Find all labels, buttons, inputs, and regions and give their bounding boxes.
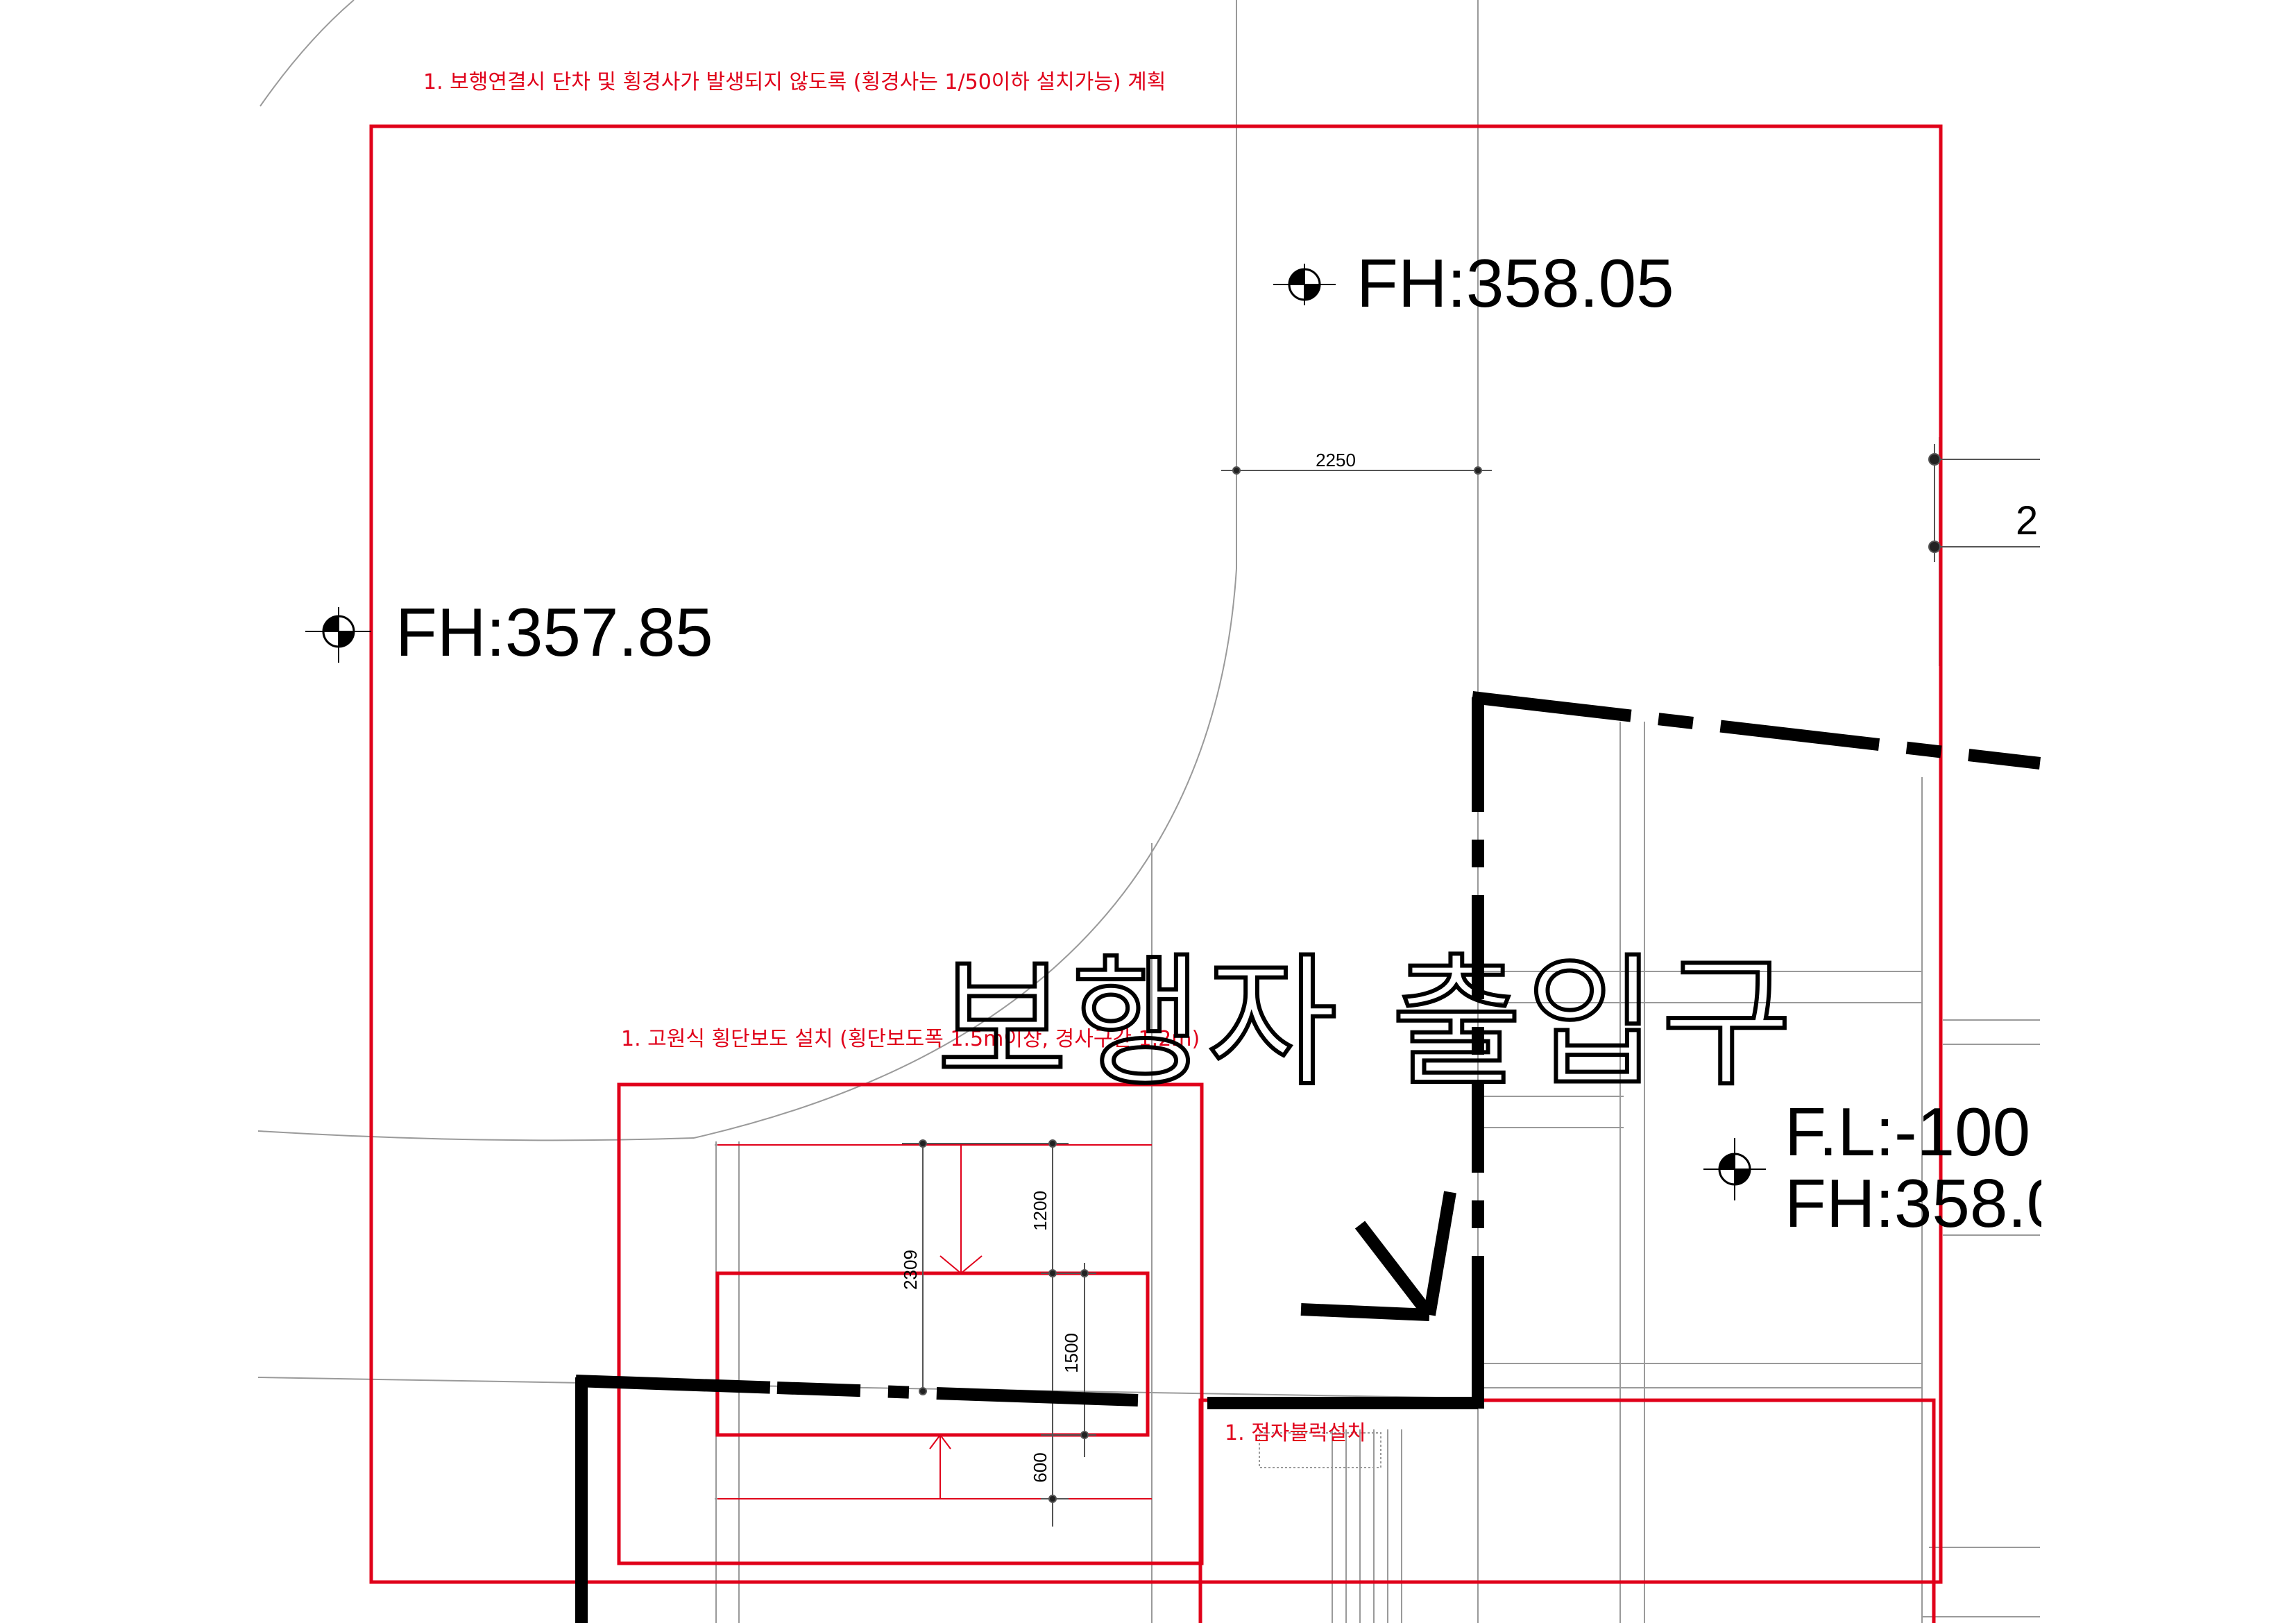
crosswalk-inner-box [715,1271,1150,1437]
note-tactile: 1. 점자블럭설치 [1225,1421,1366,1445]
dim-1500: 1500 [1061,1333,1082,1373]
sheet-margin-right [2041,0,2296,1623]
level-fl-right: F.L:-100 [1785,1094,2030,1170]
crosswalk-area-box [617,1082,1204,1565]
dimension-lines [902,444,2040,1527]
level-marker-icon [1703,1138,1766,1200]
site-boundary [575,691,2041,1623]
dim-2250: 2250 [1316,450,1356,470]
level-fh-top: FH:358.05 [1357,245,1674,321]
dim-2309: 2309 [900,1250,921,1290]
level-marker-icon [1273,264,1336,305]
level-fh-right: FH:358.0 [1785,1165,2064,1241]
note-crosswalk: 1. 고원식 횡단보도 설치 (횡단보도폭 1.5m이상, 경사구간 1.2m) [621,1027,1200,1051]
dim-2: 2 [2016,498,2038,543]
dim-600: 600 [1030,1452,1051,1482]
markup-boxes [369,124,1943,1623]
entry-arrow-icon [1300,1191,1456,1321]
level-marker-icon [305,607,371,663]
tactile-block-box [1198,1398,1936,1623]
note-top: 1. 보행연결시 단차 및 횡경사가 발생되지 않도록 (횡경사는 1/50이하… [423,70,1166,94]
dim-1200: 1200 [1030,1191,1051,1231]
red-guide-lines [717,1144,1152,1499]
entrance-label: 보행자 출입구 [937,941,1796,1106]
review-area-box [369,124,1943,1584]
level-fh-left: FH:357.85 [396,594,713,670]
